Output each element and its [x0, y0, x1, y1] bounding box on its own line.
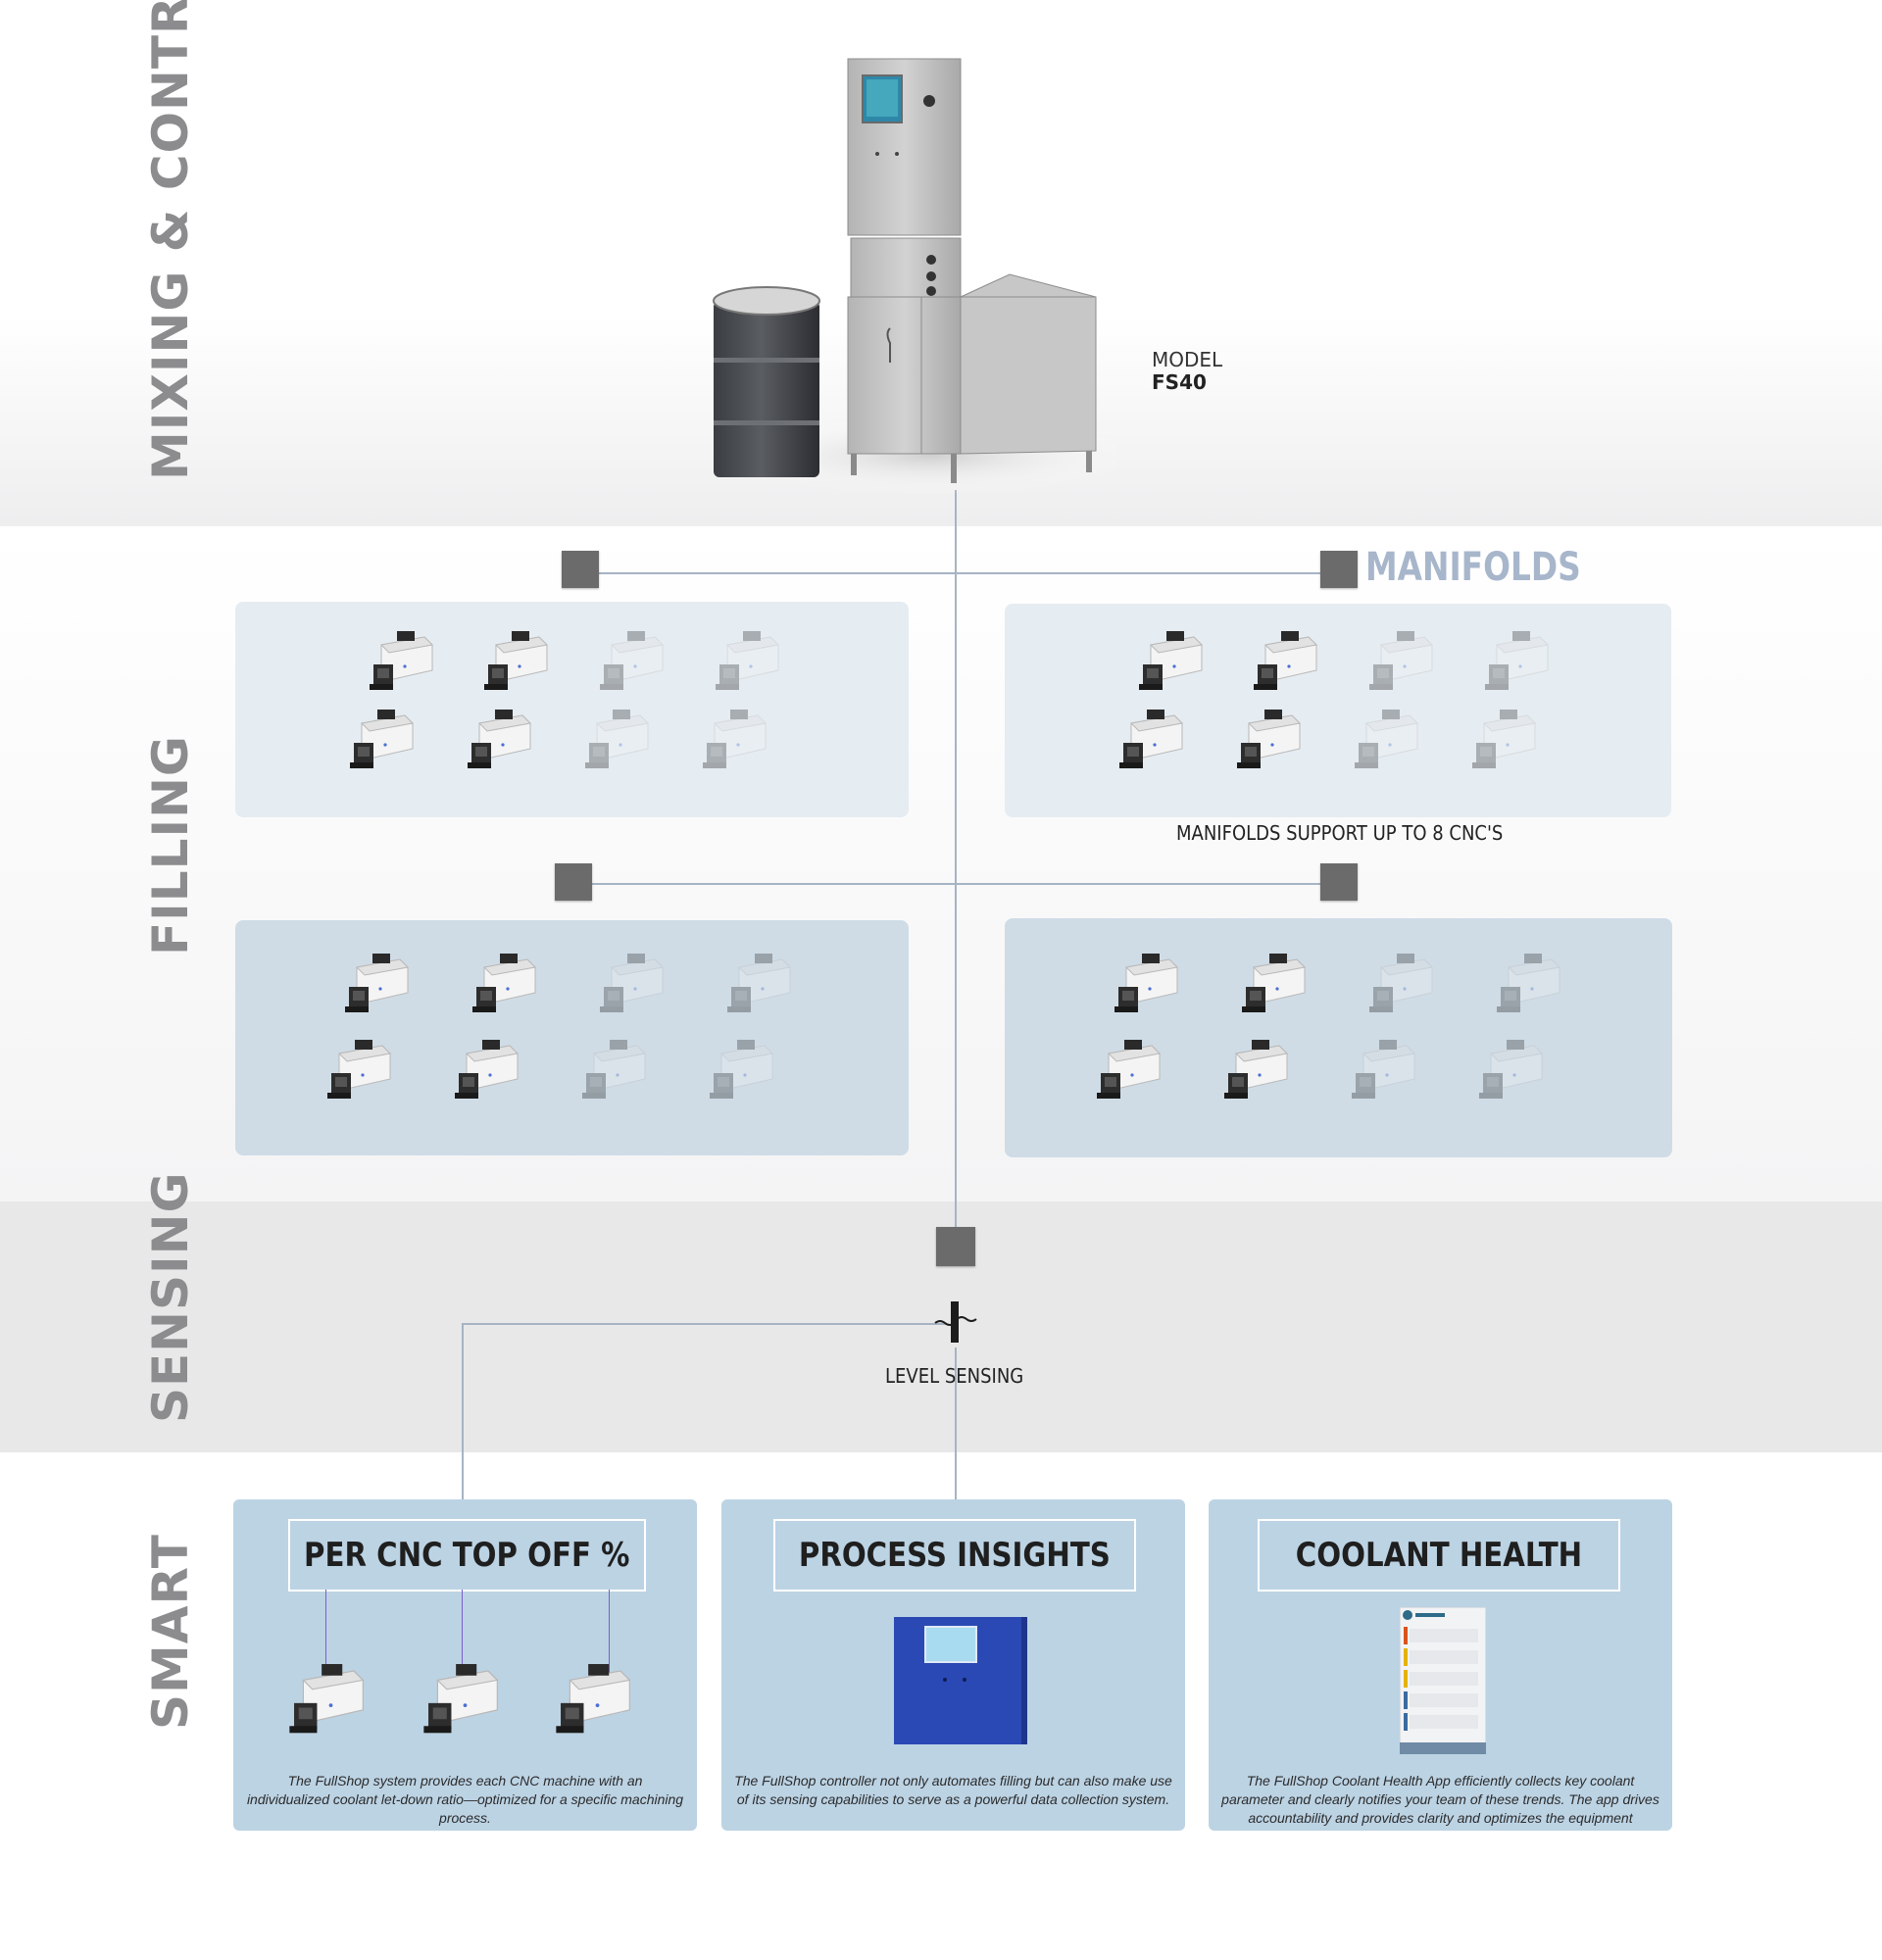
manifold-panel-bottom-right [1005, 918, 1672, 1157]
manifold-row1-line [580, 572, 1339, 574]
section-label-filling: FILLING [142, 735, 199, 956]
cnc-machine-icon [421, 1664, 502, 1738]
smart-card-description: The FullShop Coolant Health App efficien… [1221, 1773, 1659, 1826]
sensing-node [936, 1227, 975, 1266]
model-label: MODEL FS40 [1152, 349, 1222, 394]
smart-card-coolant-health: COOLANT HEALTH The FullShop Coolant Heal… [1209, 1499, 1672, 1831]
section-label-mixing: MIXING & CONTROL [142, 0, 199, 480]
manifold-node [1320, 863, 1358, 901]
main-trunk-line [955, 490, 957, 1245]
cnc-machine-icon [287, 1664, 368, 1738]
smart-card-title: PER CNC TOP OFF % [288, 1519, 646, 1592]
manifold-row2-line [572, 883, 1339, 885]
fs40-mixing-unit-icon [713, 58, 1117, 495]
smart-card-title: PROCESS INSIGHTS [773, 1519, 1136, 1592]
manifold-panel-top-right [1005, 604, 1671, 817]
cnc-machine-icon [554, 1664, 634, 1738]
level-sensor-icon [934, 1301, 977, 1343]
controller-box-icon [894, 1617, 1027, 1744]
level-sensing-label: LEVEL SENSING [885, 1364, 1024, 1388]
top-off-connector [609, 1590, 610, 1678]
manifold-panel-top-left [235, 602, 909, 817]
trunk-to-smart-line [955, 1348, 957, 1499]
manifolds-title: MANIFOLDS [1365, 545, 1581, 590]
top-off-connector [325, 1590, 326, 1678]
model-label-line2: FS40 [1152, 370, 1207, 394]
manifold-node [1320, 551, 1358, 588]
sensing-branch-drop-line [462, 1323, 464, 1499]
smart-card-top-off: PER CNC TOP OFF % The FullShop system pr… [233, 1499, 697, 1831]
manifold-node [555, 863, 592, 901]
coolant-app-screen-icon [1400, 1607, 1486, 1754]
drum-icon [713, 286, 820, 477]
smart-card-title: COOLANT HEALTH [1258, 1519, 1620, 1592]
smart-card-description: The FullShop system provides each CNC ma… [246, 1773, 684, 1826]
top-off-connector [462, 1590, 463, 1678]
sensing-branch-line [462, 1323, 947, 1325]
manifold-panel-bottom-left [235, 920, 909, 1155]
smart-card-description: The FullShop controller not only automat… [734, 1773, 1172, 1807]
model-label-line1: MODEL [1152, 348, 1223, 371]
section-label-sensing: SENSING [142, 1171, 199, 1423]
section-label-smart: SMART [142, 1534, 199, 1730]
manifolds-caption: MANIFOLDS SUPPORT UP TO 8 CNC'S [1176, 821, 1504, 845]
manifold-node [562, 551, 599, 588]
smart-card-process-insights: PROCESS INSIGHTS The FullShop controller… [721, 1499, 1185, 1831]
